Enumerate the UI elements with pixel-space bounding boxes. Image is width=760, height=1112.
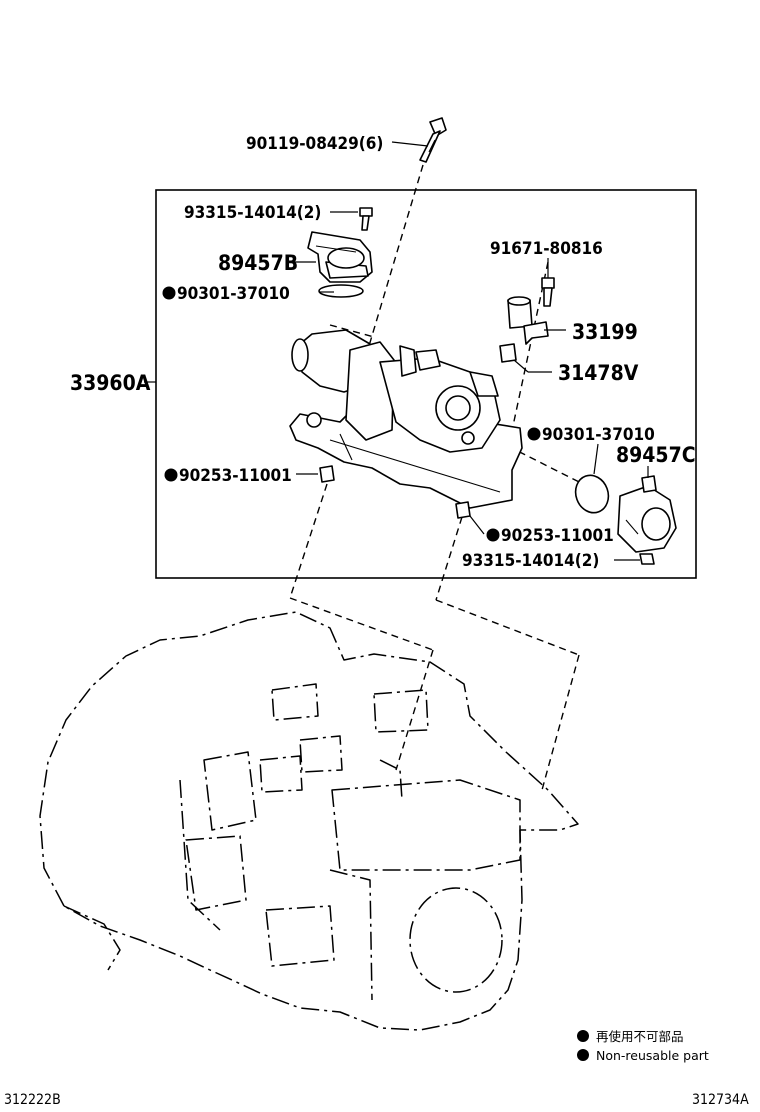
label-assembly: 33960A	[70, 371, 151, 395]
label-sensor-b: 89457B	[218, 251, 298, 275]
assembly-frame	[155, 189, 697, 579]
small-bolt-right-icon	[639, 553, 655, 565]
label-bolt-top: 90119-08429(6)	[246, 134, 383, 154]
o-ring-right-icon	[574, 474, 610, 514]
bolt-90119-icon	[419, 117, 447, 163]
non-reusable-marker-icon	[486, 528, 500, 542]
legend-marker-icon	[577, 1049, 589, 1061]
footer-code-right: 312734A	[692, 1092, 749, 1108]
non-reusable-marker-icon	[162, 286, 176, 300]
transmission-housing-phantom	[39, 611, 579, 1031]
label-bracket: 33199	[572, 320, 638, 344]
bracket-33199-icon	[507, 296, 549, 345]
bolt-91671-icon	[541, 277, 555, 307]
sensor-89457b-icon	[307, 231, 373, 283]
label-oring-left: 90301-37010	[177, 284, 290, 304]
label-bolt-right: 91671-80816	[490, 239, 603, 259]
label-sensor-c: 89457C	[616, 443, 696, 467]
legend: 再使用不可部品 Non-reusable part	[577, 1029, 709, 1063]
footer-code-left: 312222B	[4, 1092, 61, 1108]
pin-90253-left-icon	[319, 465, 335, 483]
label-bolt-small-right: 93315-14014(2)	[462, 551, 599, 571]
label-oring-right: 90301-37010	[542, 425, 655, 445]
leader-lines	[144, 141, 649, 561]
legend-line-1: 再使用不可部品	[596, 1029, 684, 1044]
pin-90253-right-icon	[455, 501, 471, 519]
non-reusable-marker-icon	[527, 427, 541, 441]
o-ring-left-icon	[318, 284, 364, 298]
actuator-assembly-icon	[289, 329, 523, 509]
installation-lines	[289, 164, 586, 791]
pin-31478v-icon	[499, 343, 517, 363]
sensor-89457c-icon	[617, 475, 677, 553]
legend-marker-icon	[577, 1030, 589, 1042]
label-pin-right: 90253-11001	[501, 526, 614, 546]
label-pin-upper: 31478V	[558, 361, 639, 385]
label-pin-left: 90253-11001	[179, 466, 292, 486]
non-reusable-marker-icon	[164, 468, 178, 482]
label-bolt-small-left: 93315-14014(2)	[184, 203, 321, 223]
legend-line-2: Non-reusable part	[596, 1048, 709, 1063]
small-bolt-left-icon	[359, 207, 373, 231]
